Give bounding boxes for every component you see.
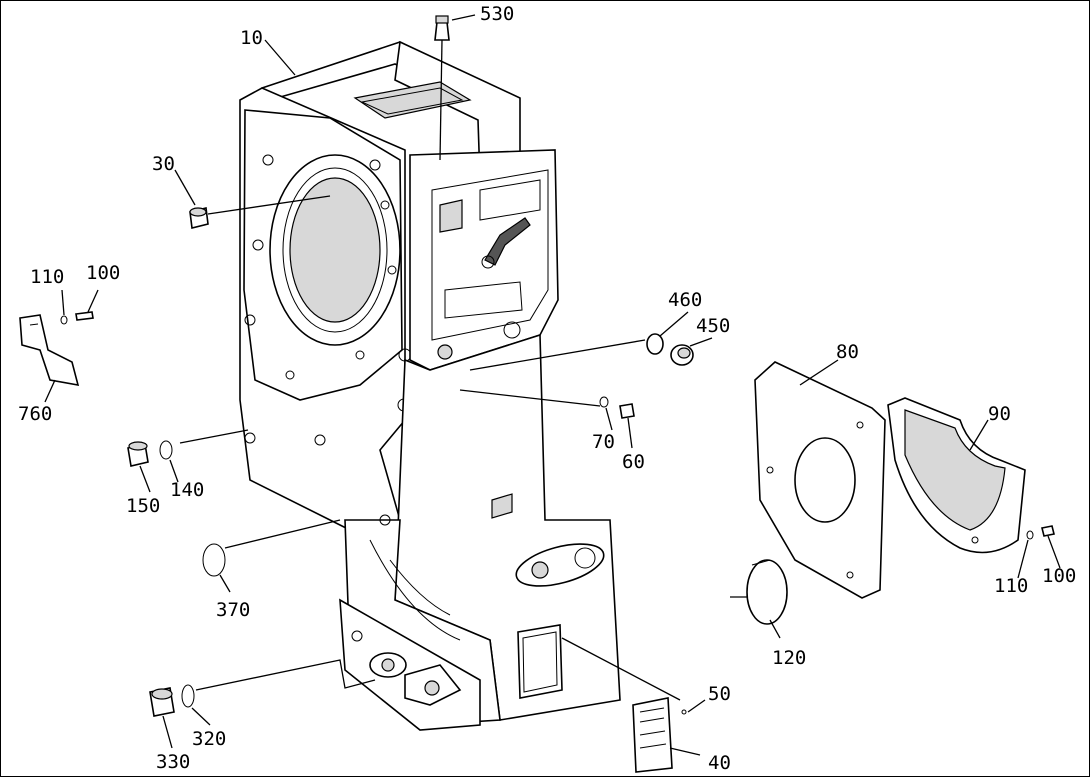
part-370-seal [202,543,226,577]
part-40-name-plate [632,697,673,773]
label-370: 370 [216,599,250,621]
part-50-rivet [681,709,687,715]
transmission-case-housing [239,40,621,731]
label-80: 80 [836,341,859,363]
label-110-left: 110 [30,266,64,288]
part-70-oring [599,396,609,408]
part-530-breather [434,15,450,41]
label-460: 460 [668,289,702,311]
label-320: 320 [192,728,226,750]
label-450: 450 [696,315,730,337]
label-70: 70 [592,431,615,453]
label-90: 90 [988,403,1011,425]
part-120-cap [746,559,788,625]
part-150-plug [127,441,149,467]
label-100-right: 100 [1042,565,1076,587]
part-450-plug [670,344,694,366]
part-30-plug [189,207,209,229]
label-120: 120 [772,647,806,669]
part-110-washer-right [1026,530,1034,540]
part-90-guard [887,397,1026,554]
part-140-oring [159,440,173,460]
part-460-oring [646,333,664,355]
label-760: 760 [18,403,52,425]
label-530: 530 [480,3,514,25]
label-30: 30 [152,153,175,175]
label-140: 140 [170,479,204,501]
part-760-bracket [19,314,80,387]
label-50: 50 [708,683,731,705]
part-110-washer-left [60,315,68,325]
label-150: 150 [126,495,160,517]
label-110-right: 110 [994,575,1028,597]
part-330-plug [149,687,175,717]
leader-lines [44,14,1061,756]
label-330: 330 [156,751,190,773]
label-40: 40 [708,752,731,774]
part-100-bolt-right [1041,525,1055,537]
label-10: 10 [240,27,263,49]
part-60-plug [619,403,635,419]
part-100-bolt-left [75,311,94,321]
label-60: 60 [622,451,645,473]
part-320-oring [181,684,195,708]
label-100-left: 100 [86,262,120,284]
part-labels: 10 530 30 110 100 760 460 450 80 90 70 6… [18,3,1076,774]
part-80-cover-plate [754,361,886,599]
